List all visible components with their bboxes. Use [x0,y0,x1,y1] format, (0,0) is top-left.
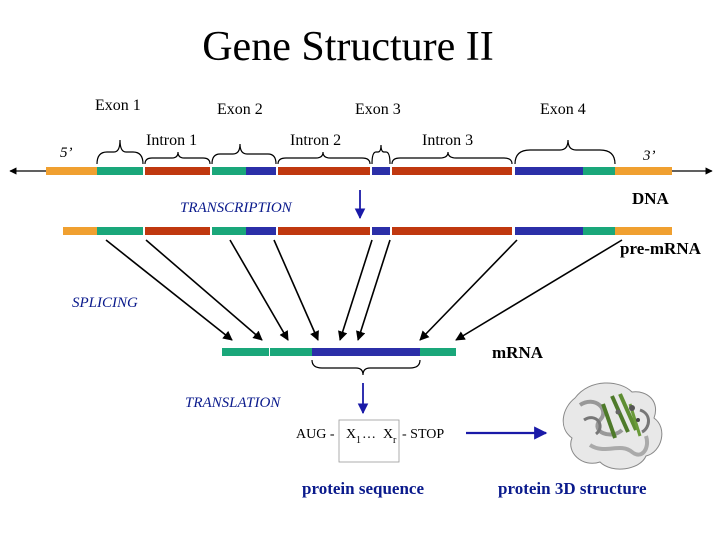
dna-exon-2a [212,167,246,175]
pre-mrna-exon-2b [246,227,276,235]
protein-structure-caption: protein 3D structure [498,479,647,498]
mrna-exon-1 [222,348,269,356]
three-prime-label: 3’ [642,148,656,164]
splice-arrow-7 [419,239,518,341]
splice-arrow-8 [455,239,623,341]
dna-exon-2b [246,167,276,175]
pre-mrna-exon-4b [583,227,615,235]
exon-3-label: Exon 3 [355,101,401,118]
dna-exon-3 [372,167,390,175]
splice-arrow-4 [273,239,319,341]
splicing-arrows [105,239,623,341]
splice-arrow-1 [105,239,233,341]
dna-exon-4b [583,167,615,175]
mrna-coding-brace [311,359,421,376]
protein-sequence-caption: protein sequence [302,479,424,498]
x1-subscript: 1 [356,435,361,446]
dna-3-utr [615,167,672,175]
exon-1-label: Exon 1 [95,97,141,114]
mrna-exon-2b [312,348,336,356]
pre-mrna-intron-2 [278,227,370,235]
pre-mrna-intron-3 [392,227,512,235]
dna-bar [9,167,713,175]
dna-intron-1 [145,167,210,175]
five-prime-label: 5’ [60,145,73,161]
stop-label: - STOP [402,427,444,442]
pre-mrna-exon-1 [97,227,143,235]
mrna-exon-4a [354,348,420,356]
brace-exon-3 [371,144,391,165]
xr-subscript: r [393,435,397,446]
brace-intron-3 [391,151,513,165]
dna-exon-4a [515,167,583,175]
mrna-bar [222,348,456,356]
dna-5-utr [46,167,97,175]
coding-sequence-box [338,419,400,463]
transcription-label: TRANSCRIPTION [180,200,293,216]
brace-exon-4 [514,139,616,165]
intron-3-label: Intron 3 [422,132,473,149]
splicing-label: SPLICING [72,295,138,311]
brace-exon-2 [211,143,277,165]
splice-arrow-6 [356,239,391,341]
pre-mrna-exon-4a [515,227,583,235]
protein-structure-image [562,382,663,470]
pre-mrna-label: pre-mRNA [620,239,702,258]
mrna-exon-3 [336,348,354,356]
translation-label: TRANSLATION [185,395,281,411]
page-title: Gene Structure II [202,24,494,70]
dna-exon-1 [97,167,143,175]
intron-1-label: Intron 1 [146,132,197,149]
mrna-label: mRNA [492,343,544,362]
mrna-exon-2a [270,348,312,356]
pre-mrna-exon-3 [372,227,390,235]
exon-4-label: Exon 4 [540,101,586,118]
pre-mrna-intron-1 [145,227,210,235]
mrna-exon-4b [420,348,456,356]
dna-intron-3 [392,167,512,175]
brace-exon-1 [96,139,144,165]
exon-2-label: Exon 2 [217,101,263,118]
ellipsis-label: … [362,427,376,442]
pre-mrna-bar [63,227,672,235]
splice-arrow-3 [229,239,289,341]
dna-label: DNA [632,189,670,208]
pre-mrna-exon-2a [212,227,246,235]
brace-intron-2 [277,151,371,165]
aug-label: AUG - [296,427,335,442]
xr-label: X [383,427,393,442]
pre-mrna-3-utr [615,227,672,235]
intron-2-label: Intron 2 [290,132,341,149]
x1-label: X [346,427,356,442]
brace-intron-1 [144,151,211,165]
dna-intron-2 [278,167,370,175]
splice-arrow-5 [338,239,373,341]
splice-arrow-2 [145,239,263,341]
pre-mrna-5-utr [63,227,97,235]
region-braces [96,139,616,165]
